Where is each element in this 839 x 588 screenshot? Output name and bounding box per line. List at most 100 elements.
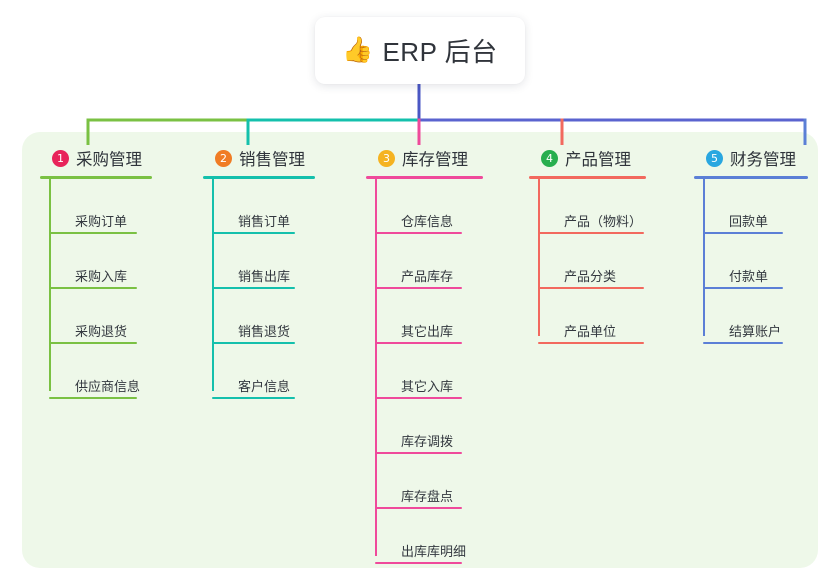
branch-number-badge: 2 <box>215 149 232 167</box>
branch-items: 销售订单销售出库销售退货客户信息 <box>203 179 353 399</box>
leaf-item-label: 客户信息 <box>238 379 291 394</box>
branch-number-badge: 5 <box>706 149 723 167</box>
leaf-item-label: 产品单位 <box>564 324 617 339</box>
leaf-item[interactable]: 仓库信息 <box>366 179 521 234</box>
branch-items: 产品（物料） 产品分类产品单位 <box>529 179 684 344</box>
leaf-item[interactable]: 销售出库 <box>203 234 353 289</box>
leaf-item[interactable]: 其它入库 <box>366 344 521 399</box>
leaf-item[interactable]: 产品（物料） <box>529 179 684 234</box>
branch-underline <box>40 176 152 179</box>
branch-title: 财务管理 <box>730 151 796 169</box>
branch-number-badge: 1 <box>52 149 69 167</box>
leaf-item[interactable]: 产品单位 <box>529 289 684 344</box>
leaf-item-underline <box>538 232 644 234</box>
leaf-item-label: 付款单 <box>729 269 769 284</box>
leaf-item-underline <box>375 342 462 344</box>
leaf-item-label: 出库库明细 <box>401 544 467 559</box>
branch-title: 采购管理 <box>76 151 142 169</box>
leaf-item-label: 销售退货 <box>238 324 291 339</box>
leaf-item-label: 回款单 <box>729 214 769 229</box>
branch-spine <box>375 179 377 556</box>
branch-number-badge: 4 <box>541 149 558 167</box>
leaf-item[interactable]: 产品分类 <box>529 234 684 289</box>
leaf-item-underline <box>49 232 137 234</box>
leaf-item-underline <box>375 287 462 289</box>
leaf-item[interactable]: 产品库存 <box>366 234 521 289</box>
branch-items: 仓库信息产品库存其它出库其它入库库存调拨库存盘点出库库明细 <box>366 179 521 564</box>
leaf-item[interactable]: 采购退货 <box>40 289 190 344</box>
leaf-item-underline <box>375 562 462 564</box>
leaf-item-label: 供应商信息 <box>75 379 141 394</box>
leaf-item[interactable]: 其它出库 <box>366 289 521 344</box>
branch-items: 采购订单采购入库采购退货供应商信息 <box>40 179 190 399</box>
diagram-panel <box>22 132 818 568</box>
leaf-item-underline <box>703 287 783 289</box>
leaf-item-underline <box>375 397 462 399</box>
leaf-item-label: 结算账户 <box>729 324 782 339</box>
leaf-item[interactable]: 库存盘点 <box>366 454 521 509</box>
leaf-item-label: 采购入库 <box>75 269 128 284</box>
branch-header[interactable]: 4 产品管理 <box>529 146 684 170</box>
leaf-item[interactable]: 采购入库 <box>40 234 190 289</box>
leaf-item[interactable]: 结算账户 <box>694 289 839 344</box>
branch-spine <box>49 179 51 391</box>
leaf-item[interactable]: 库存调拨 <box>366 399 521 454</box>
branch-header[interactable]: 5 财务管理 <box>694 146 839 170</box>
root-node[interactable]: 👍 ERP 后台 <box>315 17 525 84</box>
branch-column-4: 4 产品管理产品（物料） 产品分类产品单位 <box>529 146 684 344</box>
leaf-item-underline <box>49 342 137 344</box>
leaf-item-underline <box>538 342 644 344</box>
leaf-item-underline <box>212 397 295 399</box>
leaf-item[interactable]: 付款单 <box>694 234 839 289</box>
branch-title: 库存管理 <box>402 151 468 169</box>
leaf-item-label: 产品（物料） <box>564 214 643 229</box>
leaf-item-label: 销售出库 <box>238 269 291 284</box>
branch-items: 回款单付款单结算账户 <box>694 179 839 344</box>
leaf-item-label: 产品库存 <box>401 269 454 284</box>
leaf-item[interactable]: 供应商信息 <box>40 344 190 399</box>
leaf-item[interactable]: 销售退货 <box>203 289 353 344</box>
branch-underline <box>529 176 646 179</box>
branch-title: 产品管理 <box>565 151 631 169</box>
branch-column-1: 1 采购管理采购订单采购入库采购退货供应商信息 <box>40 146 190 399</box>
leaf-item[interactable]: 销售订单 <box>203 179 353 234</box>
branch-spine <box>703 179 705 336</box>
leaf-item-label: 仓库信息 <box>401 214 454 229</box>
branch-underline <box>203 176 315 179</box>
branch-spine <box>538 179 540 336</box>
leaf-item-underline <box>49 397 137 399</box>
leaf-item-underline <box>538 287 644 289</box>
branch-spine <box>212 179 214 391</box>
leaf-item[interactable]: 客户信息 <box>203 344 353 399</box>
leaf-item-label: 库存调拨 <box>401 434 454 449</box>
leaf-item-underline <box>703 232 783 234</box>
leaf-item[interactable]: 采购订单 <box>40 179 190 234</box>
root-title: ERP 后台 <box>382 37 498 67</box>
leaf-item[interactable]: 出库库明细 <box>366 509 521 564</box>
leaf-item[interactable]: 回款单 <box>694 179 839 234</box>
leaf-item-label: 销售订单 <box>238 214 291 229</box>
branch-header[interactable]: 1 采购管理 <box>40 146 190 170</box>
leaf-item-underline <box>212 342 295 344</box>
leaf-item-label: 产品分类 <box>564 269 617 284</box>
thumbs-up-icon: 👍 <box>342 36 374 64</box>
branch-underline <box>694 176 808 179</box>
leaf-item-underline <box>49 287 137 289</box>
leaf-item-label: 采购订单 <box>75 214 128 229</box>
branch-column-5: 5 财务管理回款单付款单结算账户 <box>694 146 839 344</box>
leaf-item-underline <box>212 287 295 289</box>
branch-underline <box>366 176 483 179</box>
leaf-item-underline <box>375 452 462 454</box>
leaf-item-underline <box>375 507 462 509</box>
leaf-item-label: 采购退货 <box>75 324 128 339</box>
leaf-item-underline <box>703 342 783 344</box>
leaf-item-label: 库存盘点 <box>401 489 454 504</box>
leaf-item-label: 其它入库 <box>401 379 454 394</box>
leaf-item-underline <box>375 232 462 234</box>
leaf-item-underline <box>212 232 295 234</box>
